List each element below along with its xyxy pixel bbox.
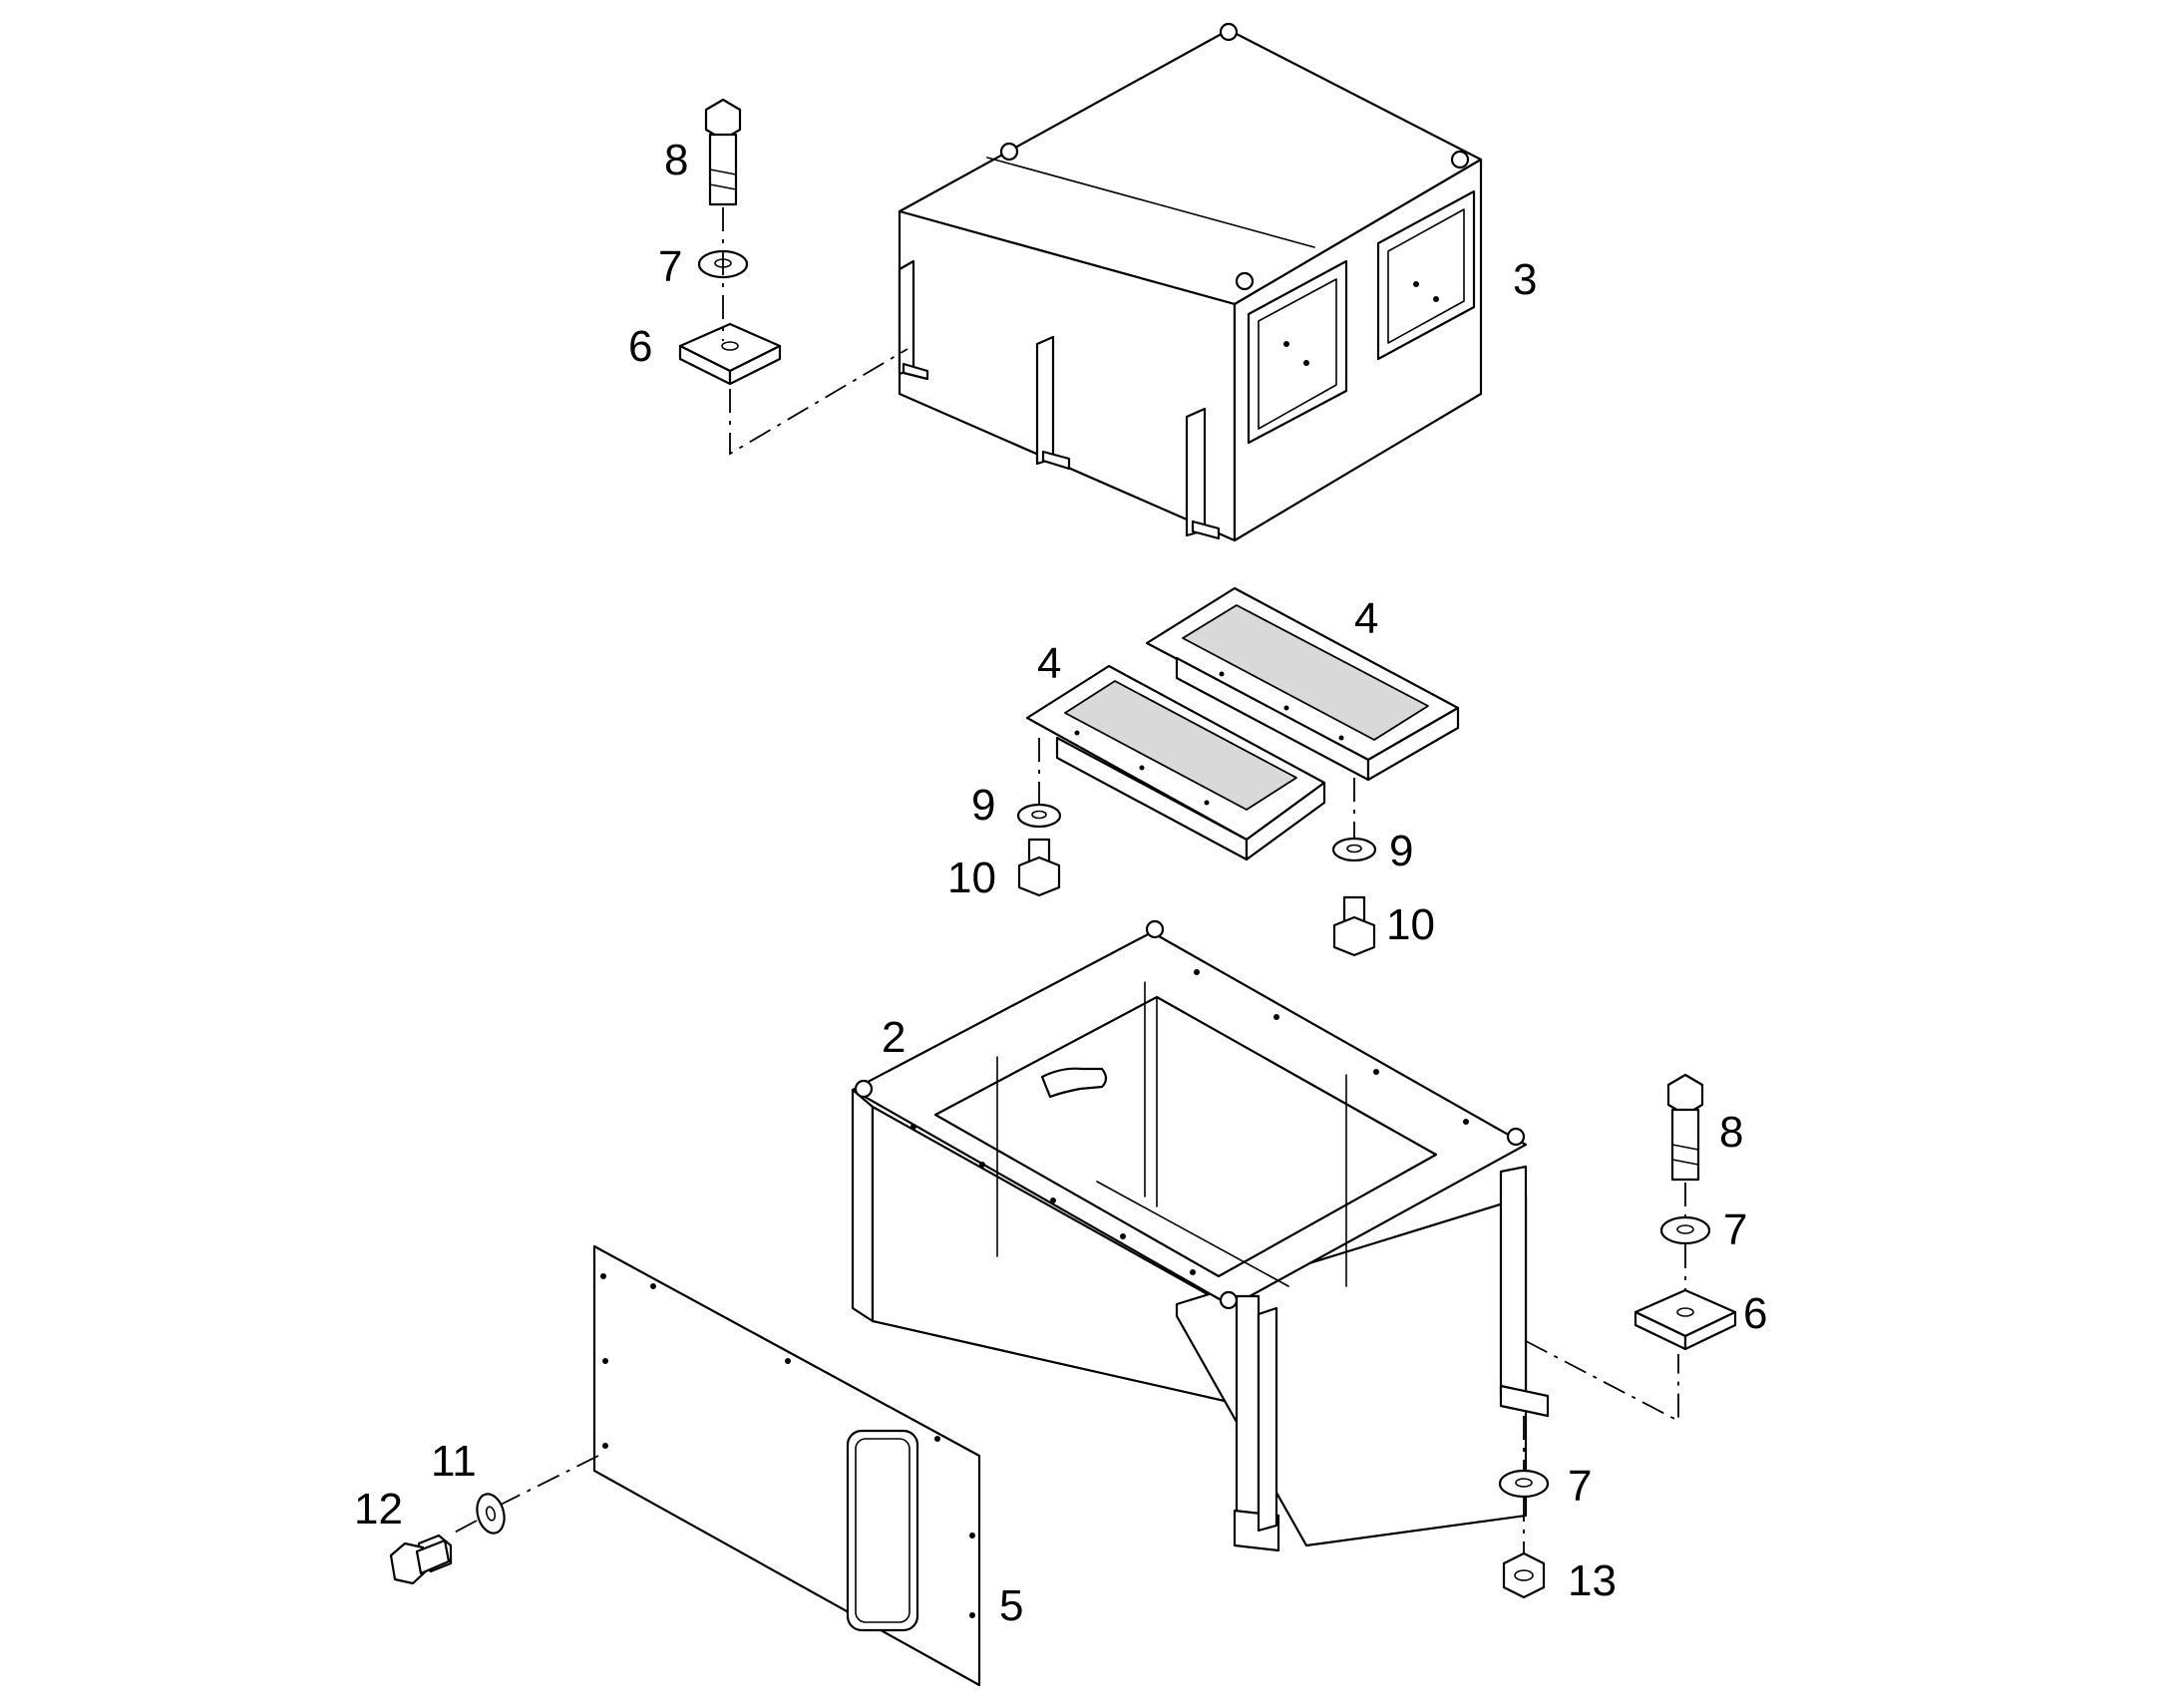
callout-3: 3: [1513, 255, 1537, 304]
callout-2: 2: [882, 1013, 906, 1062]
callout-11: 11: [431, 1437, 477, 1486]
callout-7-top: 7: [658, 242, 682, 291]
part-4-tray-left: [1025, 664, 1326, 861]
callout-8-right: 8: [1719, 1108, 1743, 1157]
part-4-tray-right: [1145, 586, 1460, 782]
part-3-upper-housing: [898, 22, 1483, 542]
callout-4-right: 4: [1354, 594, 1378, 643]
hardware-right: [1498, 1073, 1737, 1599]
callout-7-bottom: 7: [1568, 1462, 1592, 1511]
callout-9-left: 9: [971, 781, 995, 830]
part-5-side-panel: [592, 1244, 981, 1687]
callout-6-top: 6: [628, 322, 652, 371]
hardware-top-left: [678, 98, 908, 456]
callout-9-right: 9: [1389, 827, 1413, 875]
part-2-base-frame: [851, 919, 1550, 1552]
hardware-trays: [1016, 738, 1377, 957]
callout-8-top: 8: [664, 136, 688, 184]
callout-12: 12: [354, 1485, 403, 1534]
callouts: 8 7 6 3 4 4 9 10 9 10 2 8 7 6 7 13 11 12…: [354, 136, 1767, 1630]
hardware-panel: [389, 1455, 599, 1585]
callout-10-left: 10: [947, 854, 996, 902]
callout-4-left: 4: [1037, 639, 1061, 688]
callout-5: 5: [999, 1581, 1023, 1630]
callout-6-right: 6: [1743, 1289, 1767, 1338]
callout-7-right: 7: [1723, 1205, 1747, 1254]
callout-13: 13: [1568, 1556, 1617, 1605]
callout-10-right: 10: [1386, 900, 1435, 949]
